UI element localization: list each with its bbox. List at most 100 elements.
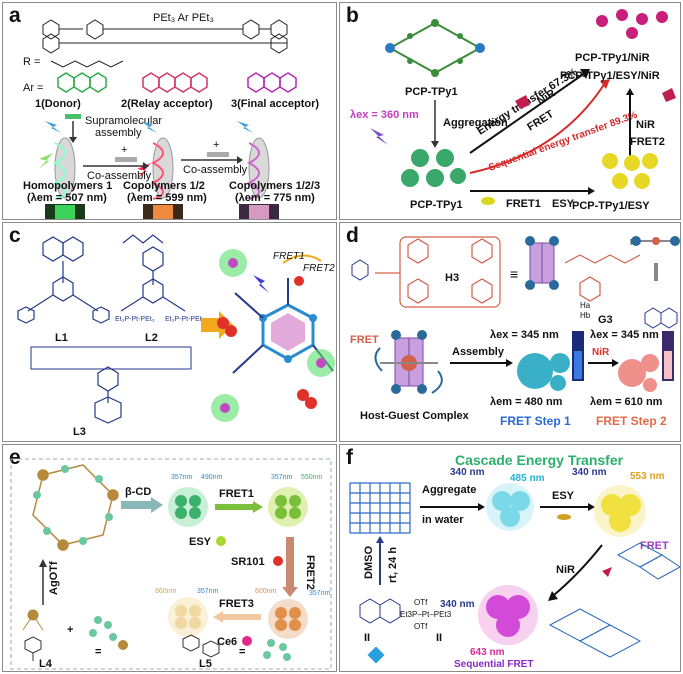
panel-e: e β-CD 357nm 490nm FRET1 ESY	[2, 444, 337, 672]
cof-lattice-bottom	[548, 608, 642, 658]
cof-grid	[349, 482, 411, 534]
fret2-label: FRET2	[630, 136, 665, 148]
dmso-label: DMSO	[363, 546, 375, 579]
lightning-icon-purple	[370, 128, 388, 145]
pt-label: PEt₃ Ar PEt₃	[153, 12, 214, 24]
copolymer12-em: (λem = 599 nm)	[127, 192, 207, 204]
nir2-label: NiR	[636, 119, 655, 131]
nir-shape	[602, 567, 612, 577]
lambda-ex-label: λex = 360 nm	[350, 109, 419, 121]
sr101-label: SR101	[231, 556, 265, 568]
fret-label: FRET	[350, 334, 379, 346]
linker-icon	[367, 646, 385, 664]
homopolymer-em: (λem = 507 nm)	[27, 192, 107, 204]
cluster-yellow	[268, 487, 308, 527]
w357a: 357nm	[171, 474, 193, 481]
final-chromophore	[247, 72, 297, 93]
host-guest-complex	[374, 330, 443, 394]
panel-label-f: f	[346, 446, 353, 469]
fret3-label: FRET3	[219, 598, 254, 610]
assembly-label: Assembly	[452, 346, 505, 358]
co-assembly-label-1: Co-assembly	[87, 170, 152, 182]
copolymer12-label: Copolymers 1/2	[123, 180, 205, 192]
ha-label: Ha	[580, 301, 591, 310]
lightning-icon-blue-3	[237, 121, 253, 133]
l5-small	[89, 616, 117, 641]
pcp-tpy1-structure	[385, 19, 485, 77]
pt-right-label: Et₃P-Pt-PEt₃	[165, 316, 205, 323]
donor-label: 1(Donor)	[35, 98, 81, 110]
fret2-label: FRET2	[303, 263, 335, 274]
panel-d: d H3 ≡ G3 Ha Hb Hc	[339, 222, 681, 442]
l5-structure	[182, 634, 220, 658]
sequential-transfer-arrow	[469, 82, 606, 174]
lightning-icon-blue	[253, 275, 269, 293]
agotf-label: AgOTf	[48, 561, 60, 595]
panel-label-e: e	[9, 446, 21, 469]
yellow-nanoparticles	[602, 153, 658, 189]
w643-label: 643 nm	[470, 647, 505, 658]
pink-nanoparticles	[618, 354, 659, 392]
precursor-structure	[359, 598, 401, 624]
carbazole-right	[644, 307, 678, 329]
cluster-green	[168, 487, 208, 527]
nir-arrow	[553, 544, 603, 596]
w357c: 357nm	[309, 590, 331, 597]
w553-label: 553 nm	[630, 471, 665, 482]
cyan-cluster	[486, 483, 534, 531]
rt-label: rt, 24 h	[387, 547, 399, 583]
co-assembly-label-2: Co-assembly	[183, 164, 248, 176]
aggregation-label: Aggregation	[443, 117, 508, 129]
nir-shape-2	[662, 88, 676, 102]
w340a-label: 340 nm	[450, 467, 485, 478]
homopolymer-helix	[39, 137, 76, 200]
ii-label-1: II	[364, 632, 370, 644]
step2-label: FRET Step 2	[596, 414, 667, 428]
w340c-label: 340 nm	[440, 599, 475, 610]
magenta-cluster	[478, 585, 538, 645]
pt-left-label: Et₃P-Pt-PEt₃	[115, 316, 155, 323]
em1-label: λem = 480 nm	[490, 396, 563, 408]
h3-structure	[375, 236, 501, 308]
nir-label: NiR	[592, 347, 610, 358]
panel-label-a: a	[9, 4, 21, 27]
aggregate-label-2: in water	[422, 514, 464, 526]
host-guest-label: Host-Guest Complex	[360, 410, 470, 422]
esy-label: ESY	[552, 490, 575, 502]
product1-label: PCP-TPy1/NiR	[575, 52, 650, 64]
copolymer123-label: Copolymers 1/2/3	[229, 180, 320, 192]
l2-structure	[120, 234, 186, 312]
ex1-label: λex = 345 nm	[490, 329, 559, 341]
fret1-label: FRET1	[219, 488, 254, 500]
l5-cartoon	[263, 639, 291, 661]
energy-transfer-arrow	[469, 72, 586, 154]
panel-a-graphic: PEt₃ Ar PEt₃ R = Ar = 1(Donor) 2(Relay a…	[23, 12, 320, 219]
panel-label-d: d	[346, 224, 359, 247]
esy-dot	[216, 536, 226, 546]
green-glow-nodes	[211, 249, 335, 422]
l3-label: L3	[73, 426, 86, 438]
l5-label: L5	[199, 658, 212, 670]
pcp-esy-label: PCP-TPy1/ESY	[572, 200, 650, 212]
panel-e-graphic: β-CD 357nm 490nm FRET1 ESY 357nm 550nm S…	[10, 458, 332, 670]
w357d: 357nm	[197, 588, 219, 595]
ex2-label: λex = 345 nm	[590, 329, 659, 341]
panel-label-b: b	[346, 4, 359, 27]
product2-label: PCP-TPy1/ESY/NiR	[560, 70, 660, 82]
l3-structure	[94, 366, 122, 424]
nir-label: NiR	[556, 564, 575, 576]
l1-label: L1	[55, 332, 68, 344]
pcp-tpy1-top-label: PCP-TPy1	[405, 86, 458, 98]
w490: 490nm	[201, 474, 223, 481]
lightning-icon-blue-1	[45, 121, 61, 133]
esy-shape	[481, 197, 495, 205]
esy-shape	[557, 514, 571, 520]
h3-cartoon	[525, 236, 559, 290]
w550: 550nm	[301, 474, 323, 481]
step1-label: FRET Step 1	[500, 414, 571, 428]
ar-label: Ar =	[23, 82, 43, 94]
pt-top-label: OTf	[414, 598, 428, 607]
w340b-label: 340 nm	[572, 467, 607, 478]
homopolymer-label: Homopolymers 1	[23, 180, 112, 192]
sr101-dot	[273, 556, 283, 566]
